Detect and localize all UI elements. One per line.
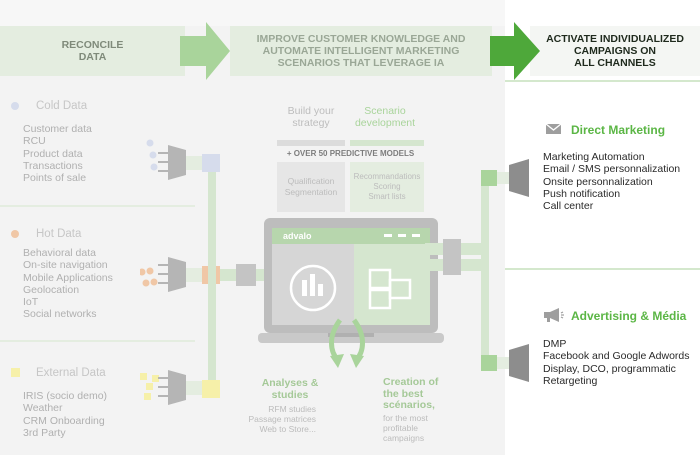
creation-title: Creation of the best scénarios, <box>383 376 439 411</box>
arrow-icon <box>180 22 230 80</box>
bar <box>350 140 424 146</box>
divider <box>0 340 195 342</box>
list-item: 3rd Party <box>23 426 66 439</box>
list-item: Points of sale <box>23 172 87 185</box>
list-item: Push notification <box>543 187 621 200</box>
external-data-title: External Data <box>36 367 106 379</box>
divider <box>0 205 195 207</box>
output-connectors <box>425 159 529 382</box>
list-item: Behavioral data <box>23 247 96 259</box>
input-connectors <box>140 139 270 405</box>
list-item: Display, DCO, programmatic <box>543 362 676 375</box>
list-item: Customer data <box>23 123 92 135</box>
curved-arrows-icon <box>329 318 365 368</box>
list-item: Retargeting <box>543 374 598 387</box>
laptop-illustration <box>258 218 444 343</box>
cold-data-title: Cold Data <box>36 100 88 112</box>
list-item: Transactions <box>23 159 83 172</box>
list-item: RCU <box>23 135 46 148</box>
divider <box>505 80 700 82</box>
qualification-box: Qualification Segmentation <box>277 162 345 212</box>
advertising-list: DMP Facebook and Google Adwords Display,… <box>543 338 690 387</box>
list-item: Call center <box>543 200 594 213</box>
analyses-items: RFM studies Passage matrices Web to Stor… <box>248 404 316 434</box>
list-item: Social networks <box>23 308 97 321</box>
direct-marketing-title: Direct Marketing <box>571 123 666 137</box>
list-item: DMP <box>543 338 567 350</box>
list-item: Product data <box>23 147 83 160</box>
list-item: Geolocation <box>23 283 80 296</box>
list-item: IoT <box>23 296 39 309</box>
cold-data-dot-icon <box>11 102 19 110</box>
creation-items: for the most profitable campaigns <box>383 413 428 443</box>
list-item: Email / SMS personnalization <box>543 163 681 176</box>
megaphone-icon <box>544 308 564 322</box>
hot-data-title: Hot Data <box>36 228 82 240</box>
predictive-models-label: + OVER 50 PREDICTIVE MODELS <box>286 149 415 158</box>
reconcile-header: RECONCILE DATA <box>0 26 185 76</box>
build-strategy-label: Build your strategy <box>287 105 335 129</box>
analyses-title: Analyses & studies <box>261 377 319 401</box>
list-item: Weather <box>23 402 63 415</box>
list-item: On-site navigation <box>23 259 108 272</box>
list-item: IRIS (socio demo) <box>23 390 108 402</box>
scenario-development-label: Scenario development <box>354 105 416 129</box>
arrow-icon <box>490 22 540 80</box>
list-item: Mobile Applications <box>23 271 113 284</box>
hot-data-dot-icon <box>11 230 19 238</box>
direct-marketing-list: Marketing Automation Email / SMS personn… <box>543 151 680 212</box>
bar <box>277 140 345 146</box>
cold-data-list: Customer data RCU Product data Transacti… <box>23 123 92 184</box>
list-item: Facebook and Google Adwords <box>543 350 690 363</box>
header-band <box>0 0 505 26</box>
recommendations-box: Recommandations Scoring Smart lists <box>350 162 424 212</box>
hot-data-list: Behavioral data On-site navigation Mobil… <box>23 247 113 321</box>
divider <box>505 268 700 270</box>
list-item: Marketing Automation <box>543 151 645 163</box>
activate-header: ACTIVATE INDIVIDUALIZED CAMPAIGNS ON ALL… <box>530 26 700 76</box>
advertising-title: Advertising & Média <box>571 309 687 323</box>
envelope-icon <box>545 123 562 134</box>
list-item: CRM Onboarding <box>23 414 105 427</box>
external-data-square-icon <box>11 368 20 377</box>
list-item: Onsite personnalization <box>543 175 653 188</box>
brand-label: advalo <box>283 231 312 241</box>
improve-header: IMPROVE CUSTOMER KNOWLEDGE AND AUTOMATE … <box>230 26 492 76</box>
external-data-list: IRIS (socio demo) Weather CRM Onboarding… <box>23 390 107 439</box>
